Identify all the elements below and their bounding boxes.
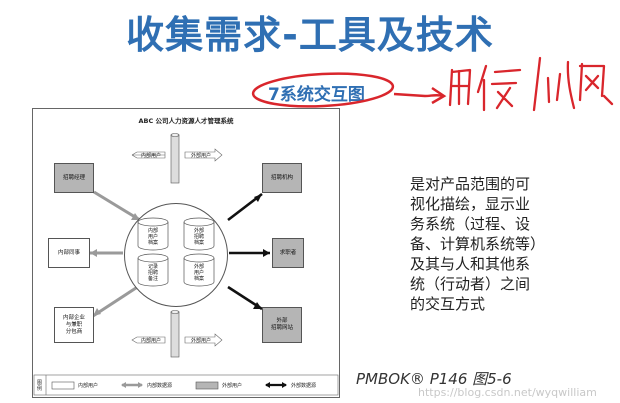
legend-internal-user-swatch <box>51 381 75 390</box>
bottom-left-flow-arrow <box>131 336 166 344</box>
bottom-left-flow-label: 内部用户 <box>141 338 162 344</box>
connector-internal-company <box>92 284 140 318</box>
watermark: https://blog.csdn.net/wyqwilliam <box>418 386 597 399</box>
store-recruit-db: 外部 招聘 档案 <box>193 228 204 246</box>
bottom-right-flow-label: 外部用户 <box>191 338 212 344</box>
legend-external-data: 外部数据源 <box>291 383 317 389</box>
node-job-seeker: 求职者 <box>272 238 304 268</box>
legend-box <box>33 374 339 396</box>
node-recruit-agency: 招聘机构 <box>262 163 302 193</box>
connector-recruit-manager <box>93 190 141 222</box>
cylinder-external-user-db <box>183 258 215 287</box>
top-right-flow-label: 外部用户 <box>191 153 212 159</box>
top-left-flow-arrow <box>131 151 166 159</box>
bottom-right-flow-arrow <box>184 333 223 347</box>
cylinder-notes-db <box>137 258 169 287</box>
cylinder-recruit-db <box>183 222 215 251</box>
node-internal-hr: 内部同事 <box>48 238 90 268</box>
slide-title: 收集需求-工具及技术 <box>126 13 494 57</box>
legend-internal-user: 内部用户 <box>78 383 99 389</box>
source-citation: PMBOK® P146 图5-6 <box>356 370 512 388</box>
description-text: 是对产品范围的可 视化描绘，显示业 务系统（过程、设 备、计算机系统等） 及其与… <box>410 175 546 313</box>
node-recruit-manager: 招聘经理 <box>54 163 94 193</box>
cylinder-internal-user-db <box>137 222 169 251</box>
diagram-title: ABC 公司人力资源人才管理系统 <box>138 117 234 125</box>
node-external-site: 外部 招聘网站 <box>262 307 302 343</box>
store-external-user-db: 外部 用户 档案 <box>193 264 204 282</box>
top-left-flow-label: 内部用户 <box>141 153 162 159</box>
legend-internal-data: 内部数据源 <box>147 383 173 389</box>
legend-side-label: 图例 <box>37 380 43 392</box>
legend-external-user: 外部用户 <box>222 383 243 389</box>
node-internal-company: 内部企业 与兼职 分包商 <box>54 307 94 343</box>
legend-external-user-swatch <box>195 381 219 390</box>
store-notes-db: 记录 招聘 备注 <box>147 264 158 282</box>
top-right-flow-arrow <box>184 148 223 162</box>
store-internal-user-db: 内部 用户 档案 <box>147 228 158 246</box>
